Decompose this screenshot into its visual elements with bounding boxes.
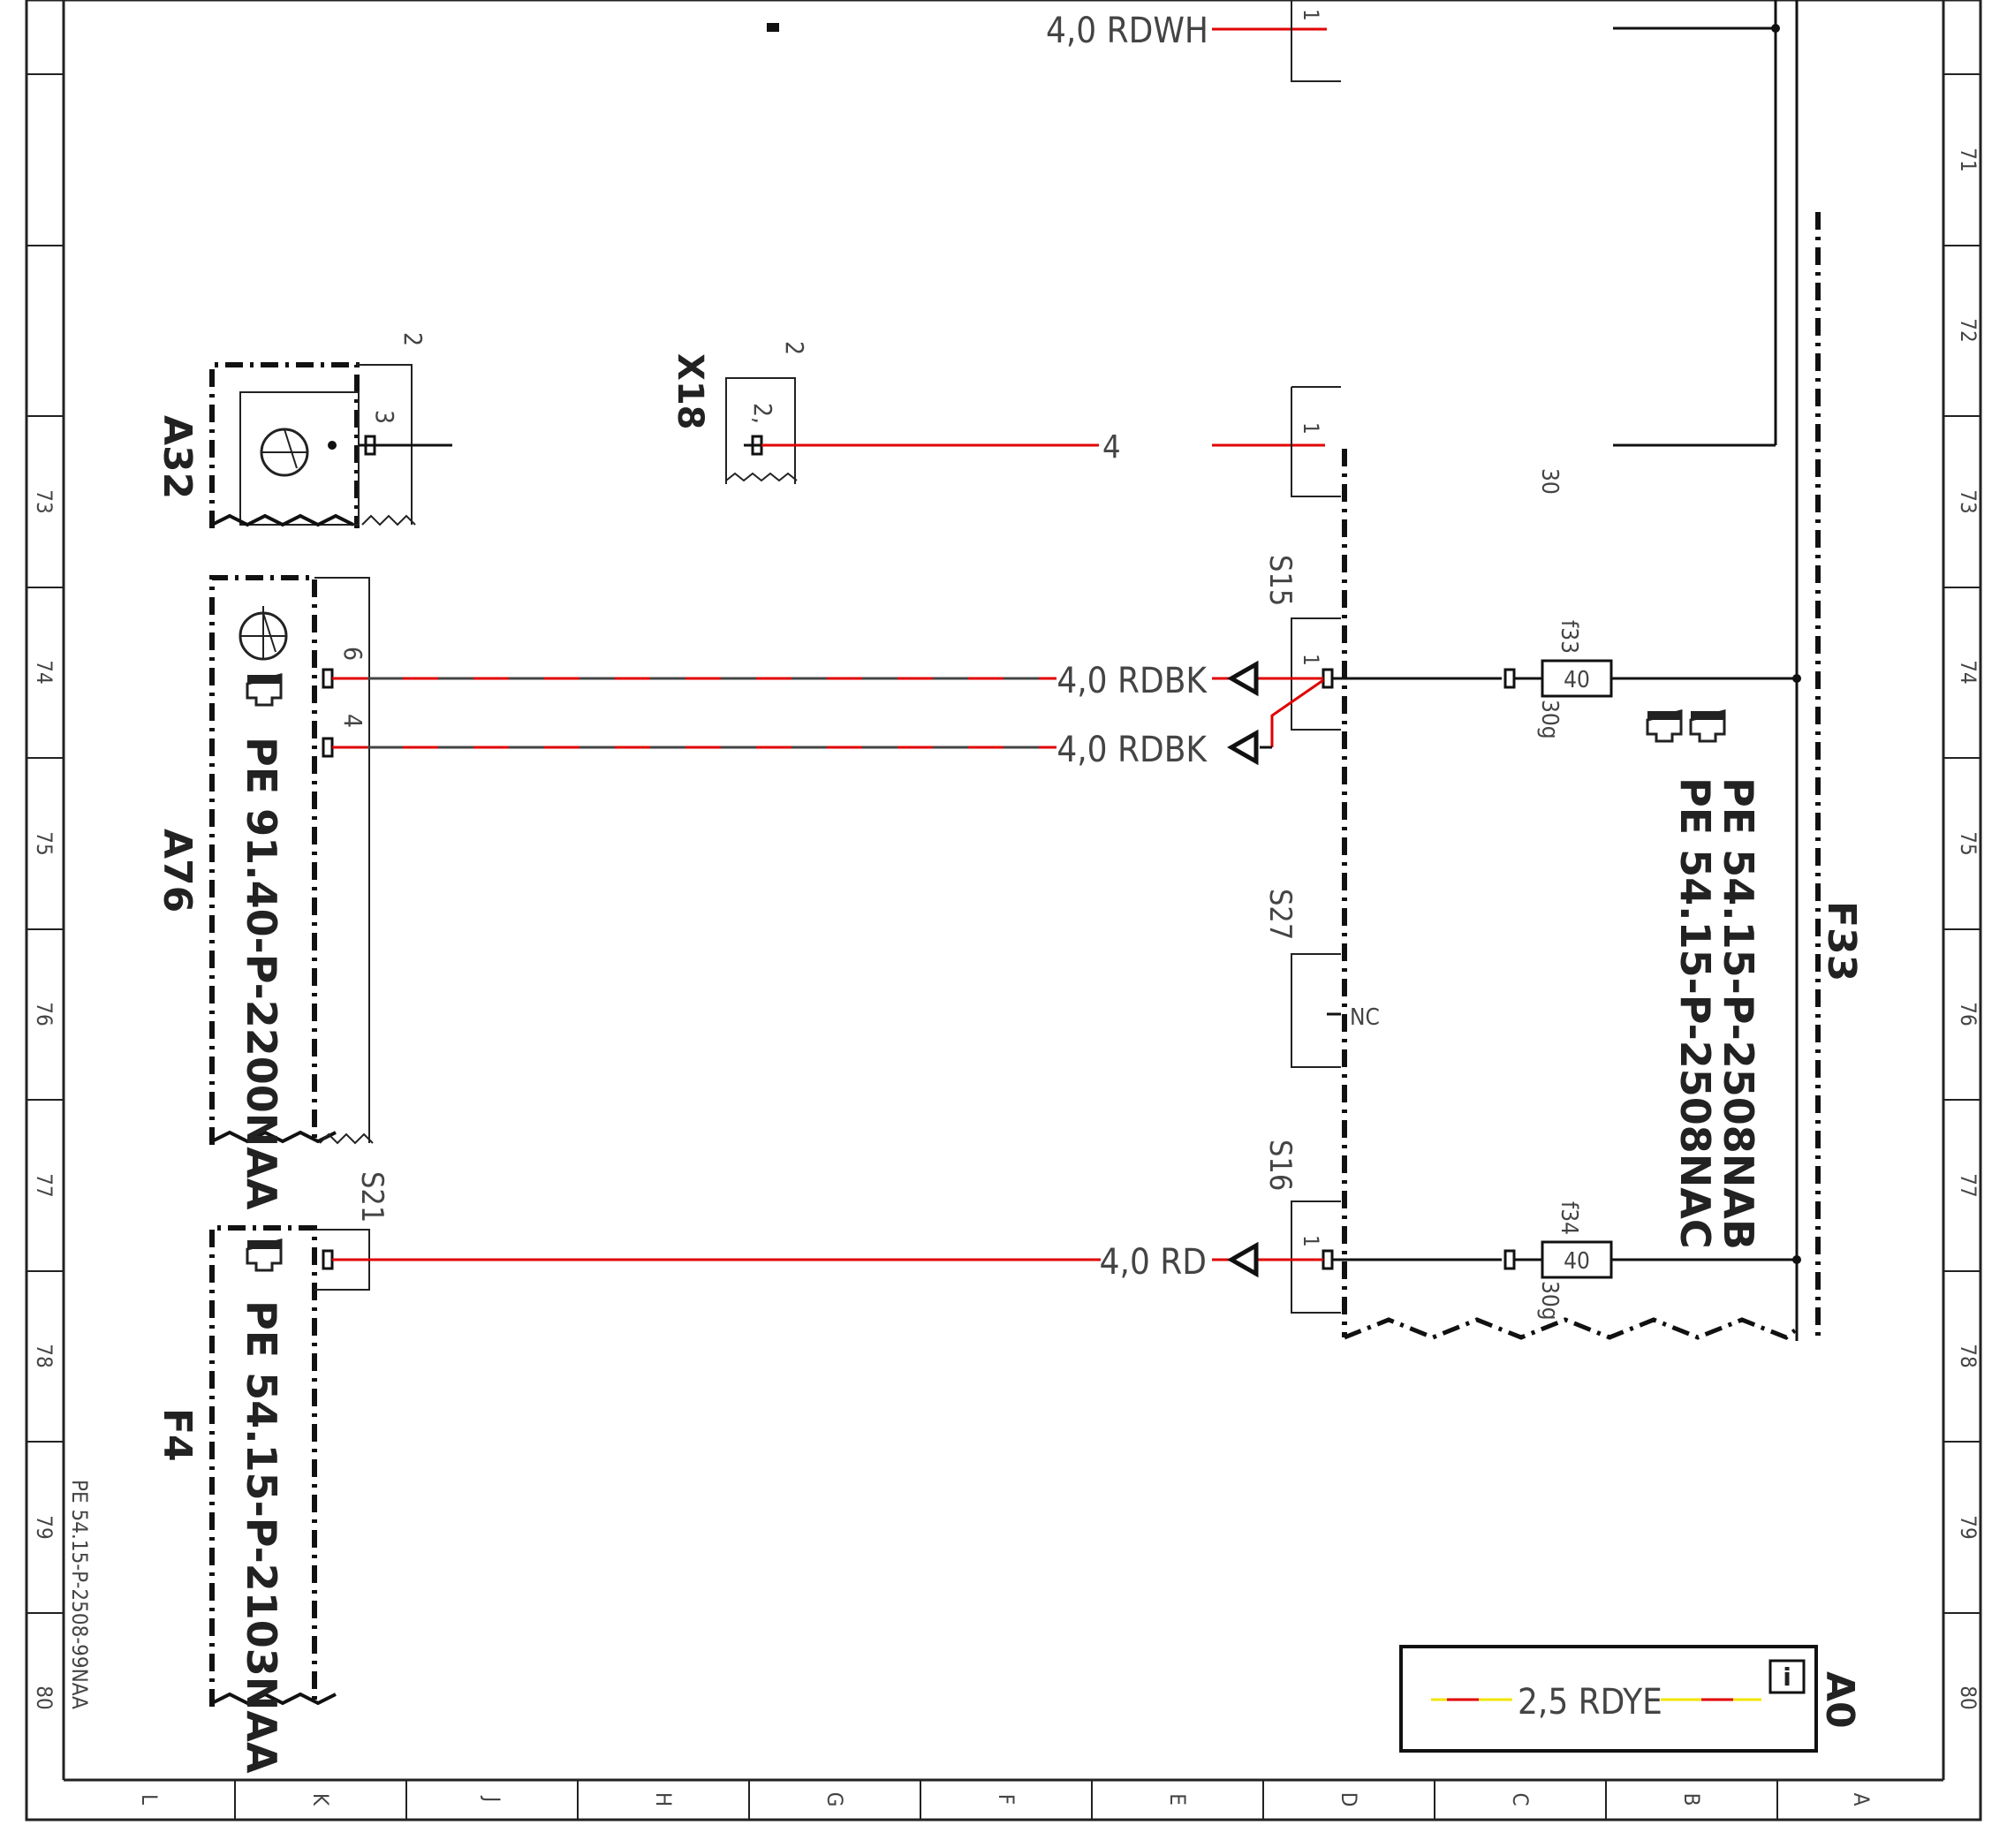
row-number: 74 xyxy=(32,660,57,684)
fuse-f33: 40 f33 30g xyxy=(1503,620,1801,739)
svg-text:30g: 30g xyxy=(1536,1281,1563,1321)
column-letter: C xyxy=(1508,1792,1533,1806)
svg-text:40: 40 xyxy=(1564,1248,1590,1275)
wire-label-rd: 4,0 RD xyxy=(1100,1242,1207,1283)
hand-icon[interactable] xyxy=(1646,709,1683,743)
s27-state: NC xyxy=(1350,1004,1380,1031)
s27-label: S27 xyxy=(1262,889,1298,940)
f33-label: F33 xyxy=(1819,901,1864,981)
a76-ref: PE 91.40-P-2200NAA xyxy=(238,737,285,1210)
document-reference: PE 54.15-P-2508-99NAA xyxy=(67,1480,92,1709)
hand-icon[interactable] xyxy=(246,1238,283,1272)
row-number: 78 xyxy=(32,1344,57,1367)
row-number: 71 xyxy=(1956,148,1980,171)
top-connector: 4,0 RDWH 1 xyxy=(767,0,1780,82)
column-letter: K xyxy=(308,1793,333,1806)
component-f4: PE 54.15-P-2103NAA F4 S21 4,0 RD xyxy=(155,1171,1259,1774)
svg-text:3: 3 xyxy=(370,410,399,424)
connector-s16: S16 1 xyxy=(1212,1140,1502,1314)
column-letter: E xyxy=(1165,1793,1190,1806)
row-number: 73 xyxy=(1956,489,1980,513)
legend-wire-label: 2,5 RDYE xyxy=(1518,1682,1662,1723)
svg-text:2: 2 xyxy=(780,341,809,355)
column-letter: J xyxy=(480,1795,504,1802)
column-letters: L K J H G F E D C B A xyxy=(137,1792,1874,1807)
wire-label-4: 4 xyxy=(1102,429,1121,466)
svg-text:i: i xyxy=(1783,1662,1791,1692)
svg-text:40: 40 xyxy=(1564,667,1590,693)
row-number: 75 xyxy=(32,831,57,855)
control-dash-box xyxy=(1342,449,1797,1340)
column-letter: B xyxy=(1679,1793,1704,1806)
hand-icon[interactable] xyxy=(1689,709,1726,743)
row-number: 80 xyxy=(32,1685,57,1709)
hand-icon[interactable] xyxy=(246,673,283,707)
fuse-f34: 40 f34 30g xyxy=(1503,1201,1801,1321)
f33-ref-1: PE 54.15-P-2508NAB xyxy=(1715,777,1762,1250)
s15-label: S15 xyxy=(1262,555,1298,606)
row-number: 73 xyxy=(32,489,57,513)
svg-text:2,: 2, xyxy=(748,403,777,424)
terminal-30-label: 30 xyxy=(1536,468,1563,495)
row-number: 72 xyxy=(1956,318,1980,342)
row-number: 78 xyxy=(1956,1344,1980,1367)
row-number: 79 xyxy=(32,1515,57,1539)
row-number: 76 xyxy=(1956,1002,1980,1026)
svg-text:1: 1 xyxy=(1299,654,1323,666)
column-letter: D xyxy=(1337,1792,1361,1807)
component-a76: PE 91.40-P-2200NAA A76 6 4 4,0 RDBK 4,0 … xyxy=(155,575,1259,1210)
column-letter: H xyxy=(651,1792,676,1806)
column-letter: F xyxy=(994,1794,1019,1805)
f4-ref: PE 54.15-P-2103NAA xyxy=(238,1300,285,1774)
info-icon[interactable]: i xyxy=(1768,1659,1806,1694)
a32-label: A32 xyxy=(155,415,200,499)
svg-text:1: 1 xyxy=(1299,422,1323,435)
svg-text:1: 1 xyxy=(1299,1235,1323,1247)
connector-s27: S27 NC xyxy=(1262,889,1380,1068)
row-number: 74 xyxy=(1956,660,1980,684)
svg-text:1: 1 xyxy=(1299,9,1323,21)
s16-label: S16 xyxy=(1262,1140,1298,1191)
row-number: 77 xyxy=(32,1173,57,1197)
a76-label: A76 xyxy=(155,829,200,913)
row-number: 77 xyxy=(1956,1173,1980,1197)
connector-s15: S15 1 xyxy=(1212,555,1502,749)
row-numbers: 71 72 73 74 75 76 77 78 79 80 73 74 75 7… xyxy=(32,148,1980,1709)
legend-label: A0 xyxy=(1817,1671,1862,1729)
f4-label: F4 xyxy=(155,1408,200,1462)
svg-text:30g: 30g xyxy=(1536,700,1563,739)
svg-text:f34: f34 xyxy=(1556,1201,1582,1235)
row-number: 80 xyxy=(1956,1685,1980,1709)
column-letter: A xyxy=(1849,1793,1874,1806)
column-letter: G xyxy=(822,1792,847,1807)
x18-label: X18 xyxy=(670,353,710,430)
column-letter: L xyxy=(137,1794,162,1805)
row-number: 79 xyxy=(1956,1515,1980,1539)
svg-text:S21: S21 xyxy=(354,1171,390,1223)
f33-bus: F33 PE 54.15-P-2508NAB PE 54.15-P-2508NA… xyxy=(1536,0,1864,1343)
svg-text:f33: f33 xyxy=(1556,620,1582,654)
drawing-frame xyxy=(25,0,1982,1821)
row-number: 75 xyxy=(1956,831,1980,855)
svg-text:6: 6 xyxy=(338,647,367,661)
svg-text:4: 4 xyxy=(338,714,367,728)
component-a32: 2 3 A32 xyxy=(155,332,452,528)
component-x18: 2 2, X18 4 1 xyxy=(670,341,1341,497)
row-number: 76 xyxy=(32,1002,57,1026)
wire-label-rdbk-1: 4,0 RDBK xyxy=(1057,661,1208,701)
svg-text:2: 2 xyxy=(398,332,428,346)
wire-label-rdwh: 4,0 RDWH xyxy=(1046,11,1208,51)
wire-label-rdbk-2: 4,0 RDBK xyxy=(1057,730,1208,770)
legend-box: 2,5 RDYE i A0 xyxy=(1399,1645,1862,1753)
f33-ref-2: PE 54.15-P-2508NAC xyxy=(1671,777,1719,1249)
